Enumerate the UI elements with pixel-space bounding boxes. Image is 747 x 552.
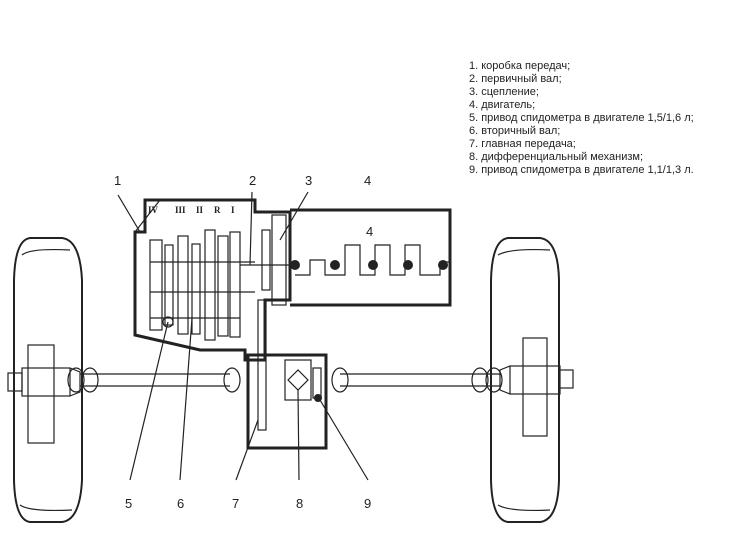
gear-labels: IV III II R I — [148, 205, 235, 215]
callout-6: 6 — [177, 496, 184, 511]
gear-label-i: I — [231, 205, 235, 215]
callout-4: 4 — [364, 173, 371, 188]
legend-item-9: 9. привод спидометра в двигателе 1,1/1,3… — [469, 164, 694, 176]
legend-item-3: 3. сцепление; — [469, 86, 539, 98]
legend-item-7: 7. главная передача; — [469, 138, 576, 150]
engine — [290, 208, 452, 307]
callout-numbers: 1 2 3 4 4 5 6 7 8 9 — [114, 173, 373, 511]
drive-shafts — [67, 367, 503, 393]
leader-lines — [117, 191, 369, 481]
gear-label-r: R — [214, 205, 221, 215]
gear-label-iv: IV — [148, 205, 159, 215]
legend-item-4: 4. двигатель; — [469, 99, 536, 111]
gear-label-iii: III — [175, 205, 186, 215]
callout-2: 2 — [249, 173, 256, 188]
callout-5: 5 — [125, 496, 132, 511]
legend-item-6: 6. вторичный вал; — [469, 125, 561, 137]
legend-item-2: 2. первичный вал; — [469, 73, 562, 85]
legend-item-8: 8. дифференциальный механизм; — [469, 151, 644, 163]
legend: 1. коробка передач; 2. первичный вал; 3.… — [469, 60, 694, 177]
left-wheel — [7, 237, 83, 523]
clutch — [240, 214, 295, 306]
gearbox-housing — [133, 198, 292, 362]
callout-3: 3 — [305, 173, 312, 188]
callout-8: 8 — [296, 496, 303, 511]
right-wheel — [490, 237, 574, 523]
gear-stacks — [149, 229, 255, 341]
callout-9: 9 — [364, 496, 371, 511]
legend-item-1: 1. коробка передач; — [469, 60, 571, 72]
gear-label-ii: II — [196, 205, 204, 215]
callout-4-engine: 4 — [366, 224, 373, 239]
final-drive — [246, 299, 328, 450]
callout-7: 7 — [232, 496, 239, 511]
legend-item-5: 5. привод спидометра в двигателе 1,5/1,6… — [469, 112, 694, 124]
callout-1: 1 — [114, 173, 121, 188]
